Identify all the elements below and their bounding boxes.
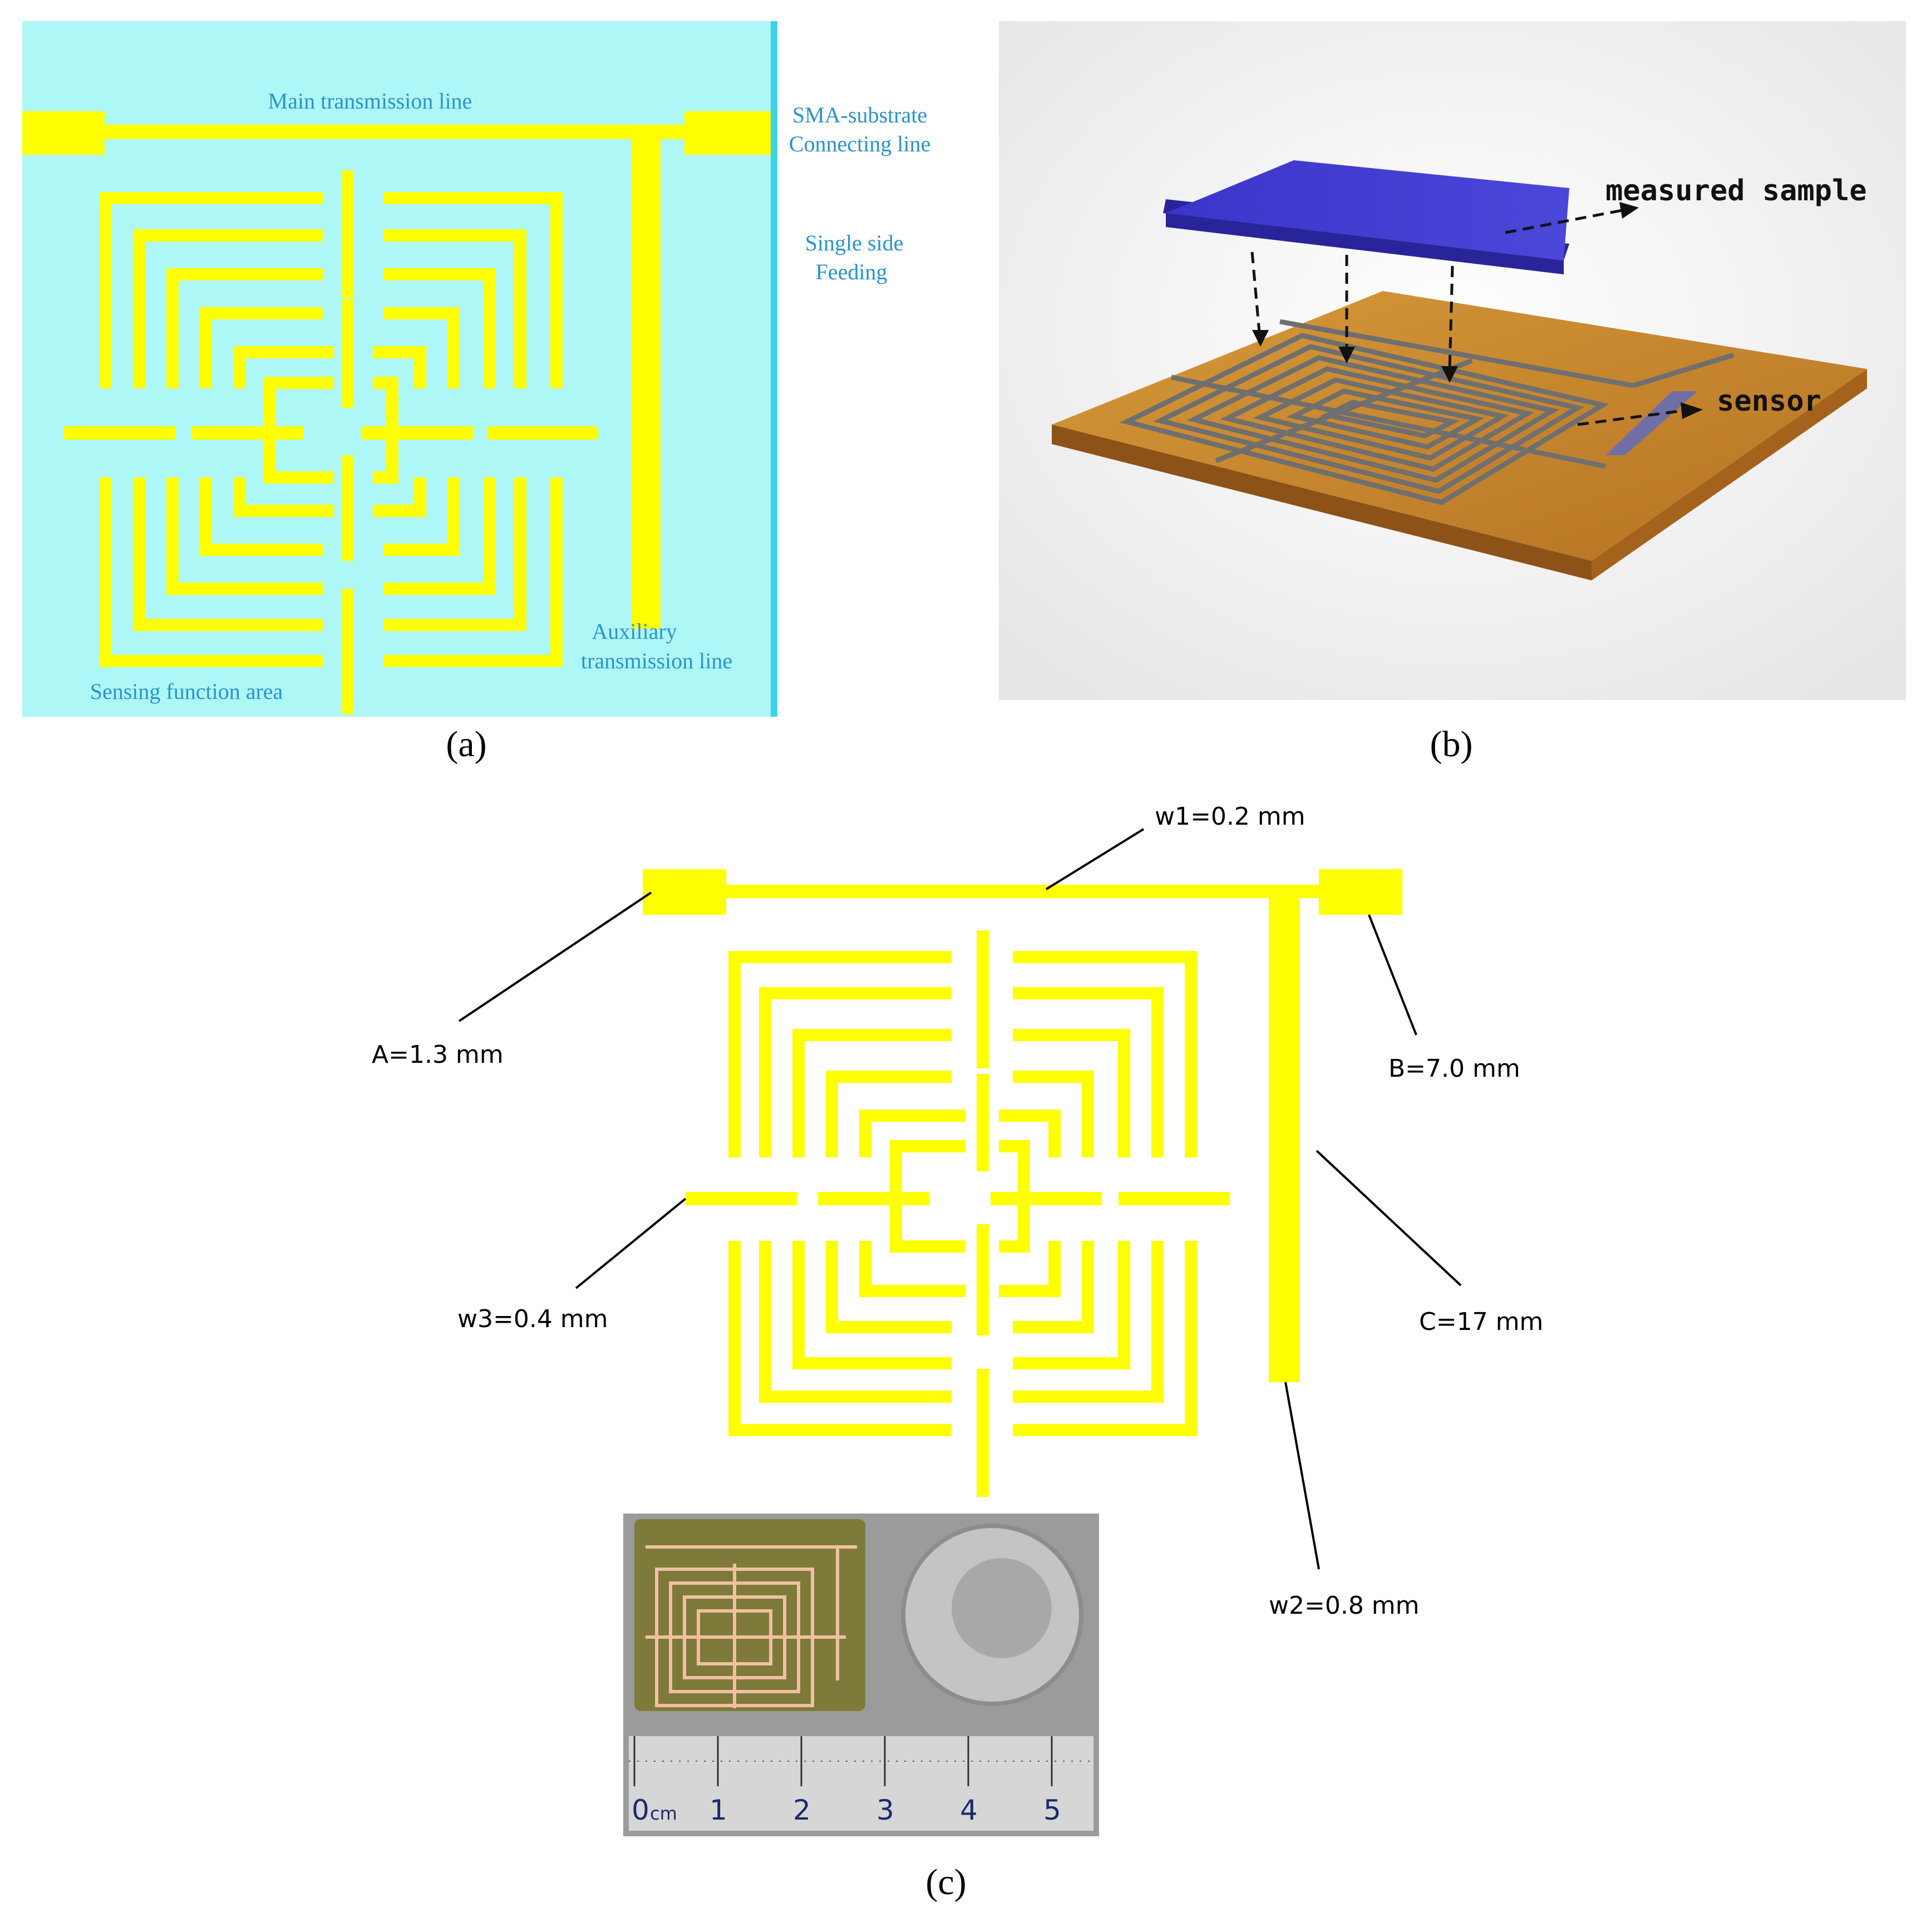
pad-A	[643, 869, 726, 915]
stub-w3	[686, 1192, 797, 1205]
resonator-rings	[100, 192, 563, 667]
label-sensor: sensor	[1717, 385, 1821, 418]
auxiliary-transmission-line	[632, 139, 661, 629]
ruler-3: 3	[876, 1794, 894, 1826]
label-aux-line-1: Auxiliary	[592, 619, 677, 644]
ruler	[629, 1736, 1094, 1831]
resonator-cross	[64, 170, 598, 714]
panel-a-diagram: Main transmission line Auxiliary transmi…	[22, 21, 777, 717]
left-pad	[22, 111, 105, 155]
placement-arrows	[1250, 209, 1684, 426]
label-w3: w3=0.4 mm	[457, 1305, 608, 1333]
resonator-rings-c	[728, 951, 1197, 1436]
label-C: C=17 mm	[1419, 1308, 1543, 1336]
photo-inset: 0 cm 1 2 3 4 5	[623, 1514, 1099, 1836]
fabricated-sensor	[634, 1519, 865, 1711]
panel-b-diagram: measured sample sensor	[999, 21, 1906, 700]
main-line-w1	[726, 885, 1319, 898]
auxiliary-line-3d	[1605, 391, 1697, 455]
label-sma-1: SMA-substrate	[792, 102, 927, 127]
tag-b: (b)	[1430, 724, 1473, 765]
ruler-cm: cm	[650, 1803, 677, 1824]
pad-B	[1319, 869, 1402, 915]
dimension-leaders	[458, 828, 1462, 1570]
label-B: B=7.0 mm	[1388, 1054, 1520, 1083]
label-sensing-area: Sensing function area	[90, 679, 283, 704]
panel-a: Main transmission line Auxiliary transmi…	[22, 21, 801, 722]
arrow-heads	[1252, 202, 1703, 419]
panel-c: w1=0.2 mm A=1.3 mm B=7.0 mm w3=0.4 mm C=…	[334, 790, 1614, 1847]
ruler-1: 1	[710, 1794, 727, 1826]
substrate-edge	[771, 21, 777, 717]
auxiliary-line-w2	[1269, 898, 1300, 1382]
label-feed-1: Single side	[805, 230, 904, 255]
resonator-cross-c	[686, 930, 1230, 1497]
label-A: A=1.3 mm	[372, 1041, 504, 1069]
ruler-zero: 0	[632, 1794, 649, 1826]
panel-a-side-labels: SMA-substrate Connecting line Single sid…	[789, 102, 930, 284]
tag-a: (a)	[446, 724, 487, 765]
panel-c-diagram: w1=0.2 mm A=1.3 mm B=7.0 mm w3=0.4 mm C=…	[372, 802, 1543, 1836]
ruler-2: 2	[793, 1794, 811, 1826]
sensor-board-side	[1592, 369, 1867, 580]
label-aux-line-2: transmission line	[581, 648, 732, 673]
ruler-ticks	[633, 1736, 1053, 1786]
right-pad	[684, 111, 771, 155]
ruler-5: 5	[1043, 1794, 1061, 1826]
label-sma-2: Connecting line	[789, 131, 930, 156]
label-feed-2: Feeding	[816, 259, 888, 284]
label-main-line: Main transmission line	[268, 88, 472, 114]
sensor-board-front	[1052, 425, 1592, 580]
panel-b: measured sample sensor	[999, 21, 1906, 700]
label-measured-sample: measured sample	[1605, 174, 1867, 208]
main-transmission-line	[105, 125, 684, 139]
label-w2: w2=0.8 mm	[1269, 1591, 1420, 1620]
sensor-traces	[1120, 319, 1735, 505]
label-w1: w1=0.2 mm	[1155, 802, 1306, 831]
measured-sample	[1166, 160, 1569, 260]
ruler-4: 4	[960, 1794, 978, 1826]
sample-front	[1166, 213, 1564, 274]
tag-c: (c)	[925, 1862, 967, 1903]
